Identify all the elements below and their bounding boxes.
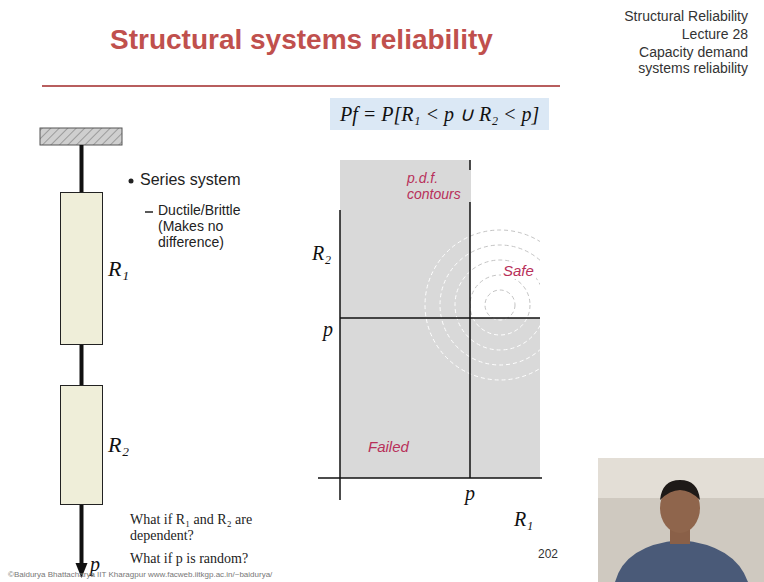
axis-tick-label: p	[323, 318, 333, 341]
fixed-support	[40, 128, 122, 145]
member-label: R₁	[108, 256, 129, 282]
axis-label: R₁	[514, 508, 533, 531]
dash	[145, 211, 153, 213]
member-label: R₂	[108, 432, 129, 458]
pdf-contours	[470, 230, 540, 318]
region-label: Safe	[501, 262, 536, 279]
pdf-contours	[425, 230, 540, 380]
formula-text: Pf = P[R₁ < p ∪ R₂ < p]	[340, 102, 539, 126]
bullet-text: Ductile/Brittle (Makes no difference)	[158, 202, 258, 250]
formula-box: Pf = P[R₁ < p ∪ R₂ < p]	[330, 98, 549, 130]
rod-connector	[80, 345, 84, 385]
rod	[80, 505, 84, 565]
question-text: What if R₁ and R₂ are dependent?	[130, 512, 300, 544]
title-rule	[42, 85, 560, 87]
bar-member: R₁	[60, 192, 103, 345]
bullet-text: Series system	[140, 171, 240, 189]
header-note: Lecture 28	[682, 26, 748, 42]
slide-title: Structural systems reliability	[110, 24, 493, 56]
video-inset	[598, 458, 764, 582]
axis	[318, 477, 542, 479]
limit-line	[340, 317, 540, 319]
safe-region	[470, 160, 540, 318]
region-label: p.d.f. contours	[405, 170, 471, 202]
limit-line	[469, 160, 471, 478]
axis-label: R₂	[312, 242, 331, 265]
axis	[339, 210, 341, 500]
question-text: What if p is random?	[130, 551, 248, 567]
bullet	[129, 179, 134, 184]
header-note: Structural Reliability	[624, 8, 748, 24]
page-number: 202	[538, 548, 558, 562]
axis-tick-label: p	[465, 482, 475, 505]
failed-region	[340, 160, 540, 478]
footer-credit: ©Baidurya Bhattacharya IIT Kharagpur www…	[8, 570, 272, 579]
header-note: Capacity demand systems reliability	[613, 44, 748, 76]
bar-member: R₂	[60, 385, 103, 505]
region-label: Failed	[368, 438, 409, 455]
rod	[80, 145, 84, 192]
